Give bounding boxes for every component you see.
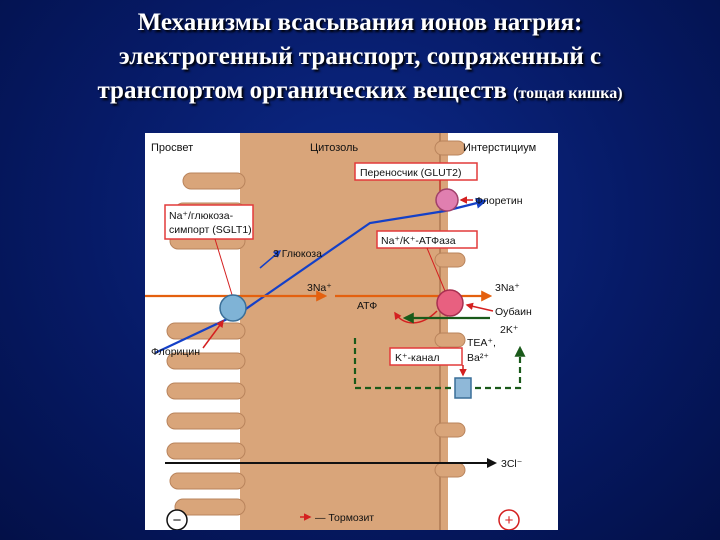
glucose-label: 3 Глюкоза (273, 248, 322, 260)
tea-label: TEA⁺, (467, 337, 496, 349)
diagram-svg: Просвет Цитозоль Интерстициум Переносчик… (145, 133, 536, 531)
glucose-label-pointer (259, 250, 282, 269)
phlorizin-inhibitor (202, 319, 224, 349)
minus-charge: − (173, 512, 182, 529)
glut2-label: Переносчик (GLUT2) (360, 167, 462, 179)
potassium-label: 2K⁺ (500, 324, 518, 336)
basolateral-folds (434, 140, 466, 478)
cell-body (240, 133, 448, 530)
ouabain-label: Оубаин (495, 306, 532, 318)
slide-title: Механизмы всасывания ионов натрия: элект… (0, 6, 720, 111)
title-line-3: транспортом органических веществ (тощая … (0, 74, 720, 111)
sglt1-label-line-1: Na⁺/глюкоза- (169, 210, 234, 222)
sodium-out-label: 3Na⁺ (495, 282, 520, 294)
atpase-label: Na⁺/K⁺-АТФаза (381, 235, 456, 247)
label-cytosol: Цитозоль (310, 142, 358, 154)
kchannel (454, 377, 472, 399)
title-line-3-main: транспортом органических веществ (97, 77, 507, 104)
phlorizin-label: Флорицин (151, 346, 200, 358)
label-interstitium: Интерстициум (463, 142, 536, 154)
sglt1-label-box (164, 204, 254, 240)
atp-label: АТФ (357, 300, 377, 312)
potassium-recycle-path (353, 338, 526, 390)
transport-diagram: Просвет Цитозоль Интерстициум Переносчик… (145, 133, 558, 531)
ouabain-inhibitor (465, 302, 494, 312)
plus-charge: + (505, 512, 514, 529)
sglt1-pointer (214, 238, 234, 299)
kchannel-label-box (389, 347, 463, 366)
title-line-2: электрогенный транспорт, сопряженный с (118, 43, 602, 70)
legend-inhibitor-label: — Тормозит (315, 512, 374, 524)
atpase-pump (436, 289, 464, 317)
barium-label: Ba²⁺ (467, 352, 489, 364)
glut2-transporter (435, 188, 459, 212)
atpase-pointer (426, 247, 446, 292)
sglt1-label-line-2: симпорт (SGLT1) (169, 224, 252, 236)
sglt1-transporter (219, 294, 247, 322)
glucose-arrow (154, 197, 488, 354)
sodium-in-label: 3Na⁺ (307, 282, 332, 294)
chloride-label: 3Cl⁻ (501, 458, 522, 470)
kchannel-label: K⁺-канал (395, 352, 439, 364)
label-lumen: Просвет (151, 142, 193, 154)
title-note: (тощая кишка) (513, 85, 623, 102)
glut2-label-box (354, 162, 478, 181)
title-line-1: Механизмы всасывания ионов натрия: (137, 9, 583, 36)
phloretin-label: Флоретин (475, 195, 523, 207)
